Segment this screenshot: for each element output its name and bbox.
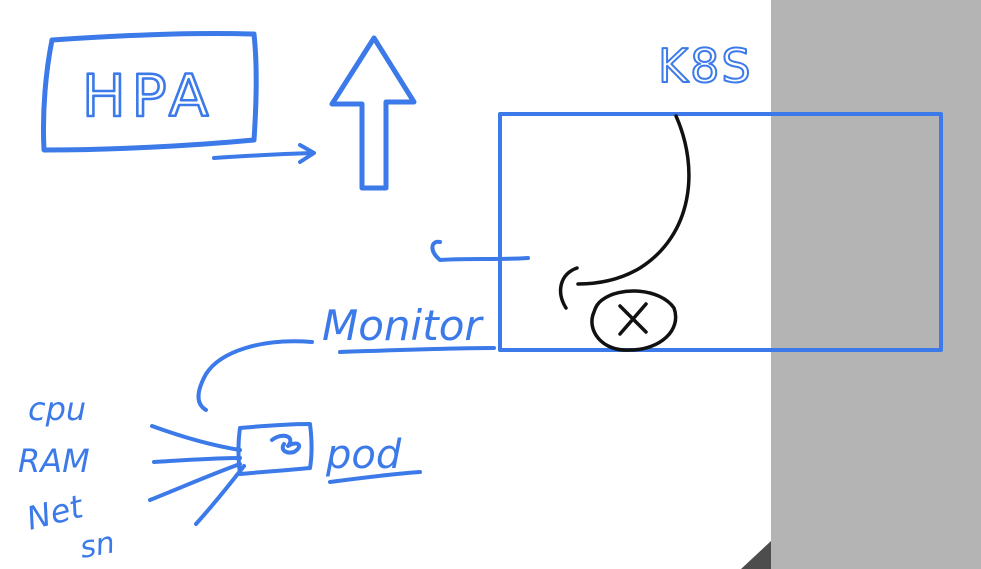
- sn-metric-line: [194, 464, 246, 526]
- ram-label: RAM: [18, 442, 90, 480]
- side-panel: [771, 0, 981, 569]
- ram-metric-line: [152, 456, 242, 464]
- hpa-box: [40, 30, 259, 153]
- k8s-label: K8S: [658, 39, 753, 93]
- scheduler-curve: [576, 114, 691, 286]
- sn-label: sn: [77, 525, 117, 565]
- cluster-left-arrow: [430, 239, 530, 262]
- page-corner-fold: [741, 541, 771, 569]
- monitor-underline: [338, 346, 496, 354]
- hpa-label: HPA: [82, 62, 215, 130]
- k8s-cluster-box: [498, 112, 943, 352]
- failed-pod-circle: [590, 289, 678, 352]
- cpu-metric-line: [150, 424, 242, 452]
- net-label: Net: [23, 487, 88, 538]
- monitor-to-pod-curve: [196, 339, 314, 412]
- net-metric-line: [148, 462, 242, 502]
- cpu-label: cpu: [28, 390, 86, 428]
- scale-up-arrow: [329, 35, 417, 191]
- pod-label: pod: [325, 432, 402, 478]
- right-arrow: [212, 143, 316, 164]
- pod-underline: [328, 470, 422, 484]
- failed-pod-x: [618, 302, 648, 336]
- pod-box: [236, 422, 314, 476]
- pod-scribble-icon: [270, 433, 302, 455]
- scheduler-bracket: [558, 266, 579, 310]
- monitor-label: Monitor: [322, 301, 484, 350]
